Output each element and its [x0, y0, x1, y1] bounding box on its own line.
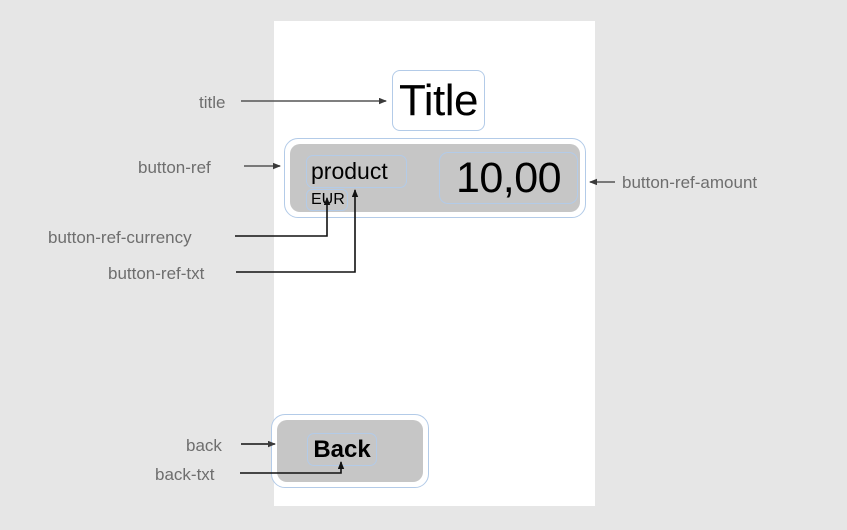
- button-ref-txt: product: [306, 155, 407, 188]
- button-ref-txt-label: product: [311, 158, 388, 184]
- annotation-label-button-ref-currency: button-ref-currency: [48, 228, 192, 247]
- button-ref-currency: EUR: [306, 189, 348, 211]
- annotation-label-button-ref: button-ref: [138, 158, 211, 177]
- button-ref-amount: 10,00: [439, 152, 578, 204]
- annotation-label-back-txt: back-txt: [155, 465, 215, 484]
- annotation-label-button-ref-txt: button-ref-txt: [108, 264, 205, 283]
- button-ref-amount-value: 10,00: [455, 153, 562, 202]
- annotation-label-back: back: [186, 436, 222, 455]
- title-element: Title: [392, 70, 485, 131]
- title-text: Title: [399, 75, 479, 125]
- annotation-label-title: title: [199, 93, 226, 112]
- back-txt-label: Back: [313, 435, 371, 463]
- back-txt: Back: [307, 433, 377, 466]
- annotation-label-button-ref-amount: button-ref-amount: [622, 173, 758, 192]
- button-ref-currency-label: EUR: [311, 191, 345, 208]
